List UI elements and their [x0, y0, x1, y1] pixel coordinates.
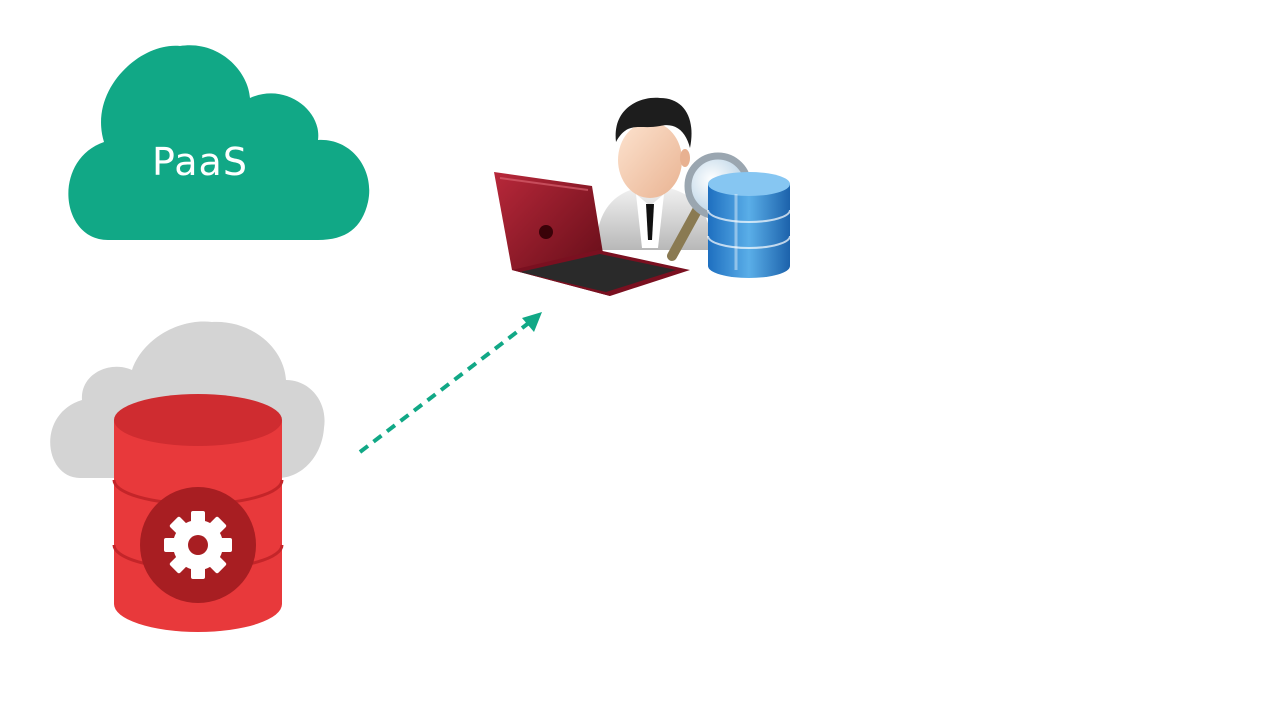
- gear-icon: [164, 511, 232, 579]
- paas-cloud-shape: [68, 45, 370, 241]
- database-icon: [707, 172, 791, 278]
- arrow-head: [522, 312, 542, 332]
- laptop-icon: [494, 172, 690, 296]
- paas-label: PaaS: [152, 140, 248, 184]
